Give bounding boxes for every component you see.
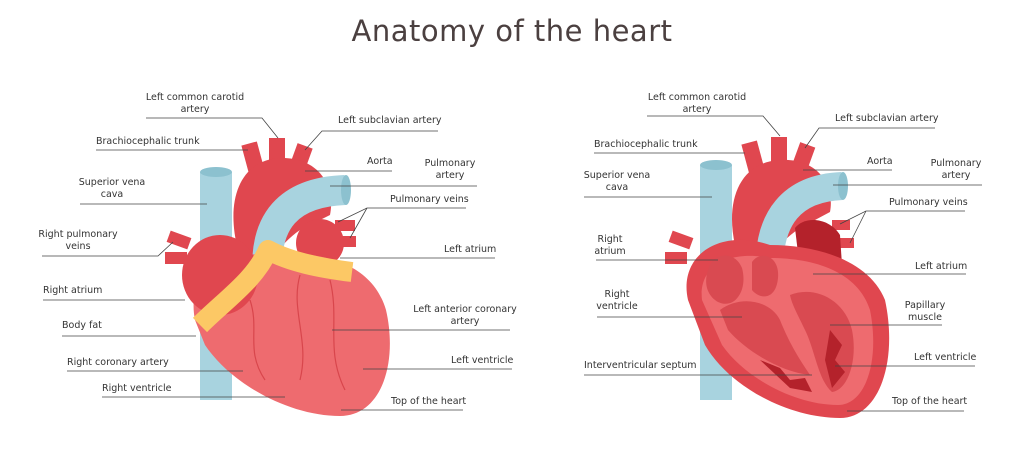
- label-top-of-heart: Top of the heart: [391, 396, 467, 407]
- right-ventricle-chamber: [720, 301, 810, 375]
- right-pulmonary-vein-2: [665, 252, 687, 264]
- pulmonary-vein-1: [832, 220, 850, 230]
- label-right-atrium: Right atrium: [43, 285, 103, 296]
- leader-lines: [42, 115, 982, 412]
- label-superior-vena-cava: Superior vena cava: [583, 170, 651, 193]
- label-right-coronary-artery: Right coronary artery: [67, 357, 169, 368]
- leader-line: [839, 210, 965, 225]
- right-pulmonary-vein-2: [165, 252, 187, 264]
- label-pulmonary-artery: Pulmonary artery: [424, 158, 476, 181]
- vena-cava-opening: [700, 160, 732, 170]
- label-left-common-carotid: Left common carotid artery: [647, 92, 747, 115]
- external-heart-illustration: [165, 138, 390, 416]
- label-left-common-carotid: Left common carotid artery: [145, 92, 245, 115]
- label-interventricular-septum: Interventricular septum: [584, 360, 697, 371]
- left-common-carotid: [771, 137, 787, 167]
- page-title: Anatomy of the heart: [351, 14, 673, 48]
- label-right-pulmonary-veins: Right pulmonary veins: [38, 229, 118, 252]
- vena-cava-opening: [200, 167, 232, 177]
- label-right-ventricle: Right ventricle: [102, 383, 172, 394]
- label-brachiocephalic-trunk: Brachiocephalic trunk: [594, 139, 698, 150]
- leader-line: [337, 207, 466, 223]
- label-left-subclavian-artery: Left subclavian artery: [338, 115, 442, 126]
- label-superior-vena-cava: Superior vena cava: [78, 177, 146, 200]
- leader-line: [349, 207, 368, 239]
- label-top-of-heart: Top of the heart: [892, 396, 968, 407]
- label-brachiocephalic-trunk: Brachiocephalic trunk: [96, 136, 200, 147]
- internal-heart-illustration: [665, 137, 890, 418]
- label-pulmonary-veins: Pulmonary veins: [889, 197, 968, 208]
- label-aorta: Aorta: [367, 156, 393, 167]
- brachiocephalic-trunk: [741, 140, 765, 174]
- pulmonary-vein-2: [338, 236, 356, 247]
- body-fat-band: [192, 240, 354, 333]
- septum-trabeculae: [760, 360, 812, 392]
- pulmonary-vein-2: [838, 238, 854, 248]
- label-pulmonary-veins: Pulmonary veins: [390, 194, 469, 205]
- label-left-subclavian-artery: Left subclavian artery: [835, 113, 939, 124]
- label-body-fat: Body fat: [62, 320, 102, 331]
- label-left-atrium: Left atrium: [444, 244, 497, 255]
- label-left-ventricle: Left ventricle: [914, 352, 977, 363]
- coronary-vessels: [249, 274, 346, 391]
- pulmonary-artery-opening: [341, 175, 351, 205]
- label-papillary-muscle: Papillary muscle: [904, 300, 946, 323]
- label-right-ventricle: Right ventricle: [596, 289, 638, 312]
- label-left-atrium: Left atrium: [915, 261, 968, 272]
- leader-line: [304, 130, 438, 151]
- label-pulmonary-artery: Pulmonary artery: [930, 158, 982, 181]
- pulmonary-vein-1: [335, 220, 355, 231]
- pulmonary-artery-opening: [838, 172, 848, 200]
- leader-line: [42, 241, 174, 257]
- leader-line: [804, 127, 935, 149]
- leader-line: [647, 115, 781, 137]
- right-atrium-chamber: [706, 255, 744, 304]
- label-left-anterior-coronary-artery: Left anterior coronary artery: [413, 304, 517, 327]
- right-pulmonary-vein-1: [668, 230, 694, 250]
- papillary-muscle: [825, 330, 845, 388]
- right-pulmonary-vein-1: [166, 230, 192, 250]
- label-right-atrium: Right atrium: [594, 234, 626, 257]
- leader-line: [146, 117, 279, 139]
- label-left-ventricle: Left ventricle: [451, 355, 514, 366]
- leader-line: [849, 210, 867, 244]
- label-aorta: Aorta: [867, 156, 893, 167]
- aortic-valve-chamber: [752, 255, 779, 297]
